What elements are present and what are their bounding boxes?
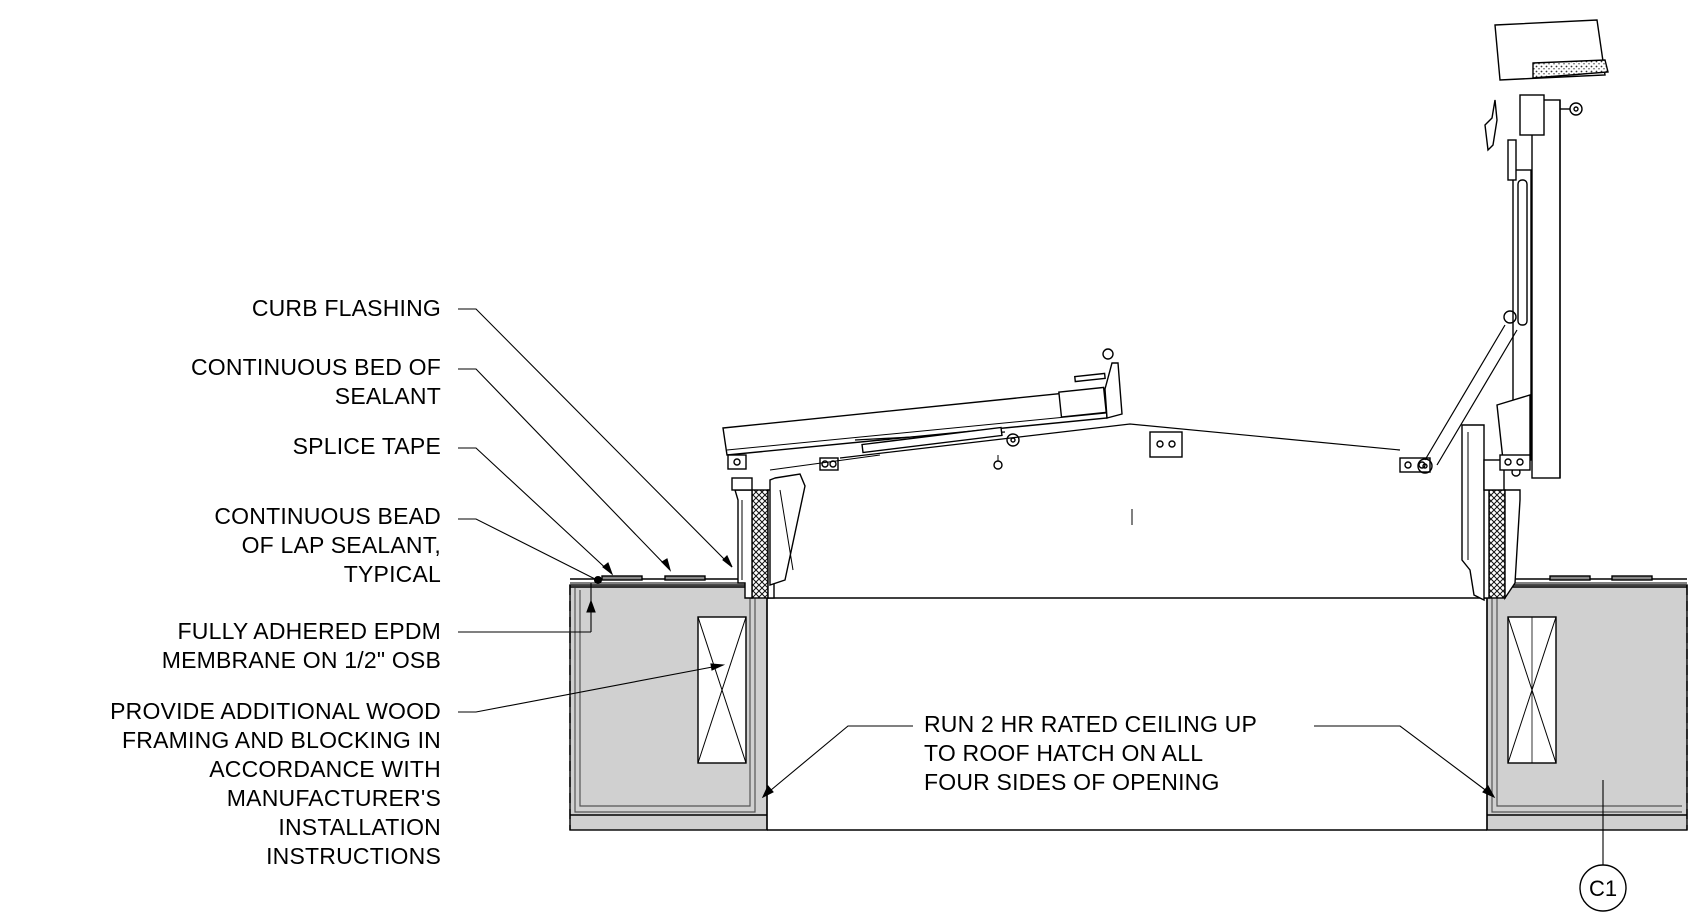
callout-curb-flashing: CURB FLASHING [251,295,441,321]
callout-lap-sealant: CONTINUOUS BEAD OF LAP SEALANT, TYPICAL [214,503,441,587]
right-curb-block [1486,584,1688,831]
callout-splice-tape: SPLICE TAPE [292,433,441,459]
left-curb-block [569,584,768,831]
callout-sealant-bed: CONTINUOUS BED OF SEALANT [190,354,441,409]
leader-lines [458,308,1604,865]
section-tag-c1 [1579,864,1627,912]
section-tag-label: C1 [1589,876,1617,901]
right-hatch-curb [1461,424,1521,602]
callout-ceiling-note: RUN 2 HR RATED CEILING UP TO ROOF HATCH … [924,711,1258,795]
left-hatch-lid [722,348,1123,471]
callout-epdm-membrane: FULLY ADHERED EPDM MEMBRANE ON 1/2" OSB [161,618,441,673]
callout-wood-framing: PROVIDE ADDITIONAL WOOD FRAMING AND BLOC… [110,698,441,869]
lid-bottom-edge [839,423,1431,525]
left-hatch-curb [731,473,806,599]
right-hatch-lid [1417,19,1609,479]
right-roof-membrane [1510,575,1687,588]
